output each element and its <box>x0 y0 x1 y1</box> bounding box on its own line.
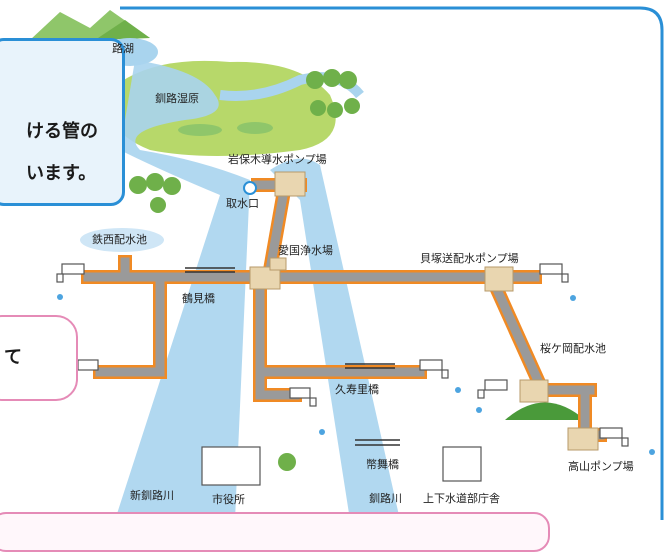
facilities <box>249 171 599 451</box>
frame-border <box>120 6 664 520</box>
label-kaizuka-pump: 貝塚送配水ポンプ場 <box>420 252 519 265</box>
label-takayama-pump: 高山ポンプ場 <box>568 460 634 473</box>
label-tsurumi-bridge: 鶴見橋 <box>182 292 215 305</box>
callout-pink <box>0 315 78 401</box>
callout-pink-line1: て <box>4 347 22 368</box>
faucets <box>56 263 629 447</box>
iwabokki-pump-station <box>274 171 306 197</box>
takayama-pump-station <box>567 427 599 451</box>
label-waterworks-office: 上下水道部庁舎 <box>423 492 500 505</box>
water-drops <box>57 294 655 455</box>
trees <box>129 69 360 471</box>
label-sakuragaoka-reservoir: 桜ケ岡配水池 <box>540 342 606 355</box>
sakuragaoka-reservoir <box>519 379 549 403</box>
label-shin-kushiro-river: 新釧路川 <box>130 489 174 502</box>
callout-blue-line2: います。 <box>26 163 97 184</box>
water-system-diagram <box>30 6 664 521</box>
label-kushiro-river: 釧路川 <box>369 492 402 505</box>
callout-blue <box>0 38 125 206</box>
kaizuka-pump-station <box>484 266 514 292</box>
city-hall-building <box>201 446 261 486</box>
label-marsh: 釧路湿原 <box>155 92 199 105</box>
label-lake: 路湖 <box>112 42 134 55</box>
callout-pink-bottom <box>0 512 550 552</box>
label-nusamai-bridge: 幣舞橋 <box>366 458 399 471</box>
label-city-hall: 市役所 <box>212 493 245 506</box>
callout-blue-line1: ける管の <box>26 121 98 142</box>
waterworks-building <box>442 446 482 482</box>
intake-icon <box>243 181 257 195</box>
mountains <box>30 10 150 40</box>
label-kujiri-bridge: 久寿里橋 <box>335 383 379 396</box>
label-tessei-reservoir: 鉄西配水池 <box>92 233 147 246</box>
tessei-reservoir <box>80 228 164 252</box>
buildings <box>201 446 482 486</box>
bridges <box>185 267 400 446</box>
label-aikoku-plant: 愛国浄水場 <box>278 244 333 257</box>
aikoku-plant-block <box>249 266 281 290</box>
label-iwabokki-pump: 岩保木導水ポンプ場 <box>228 153 327 166</box>
hill <box>505 402 585 420</box>
label-intake: 取水口 <box>226 197 259 210</box>
